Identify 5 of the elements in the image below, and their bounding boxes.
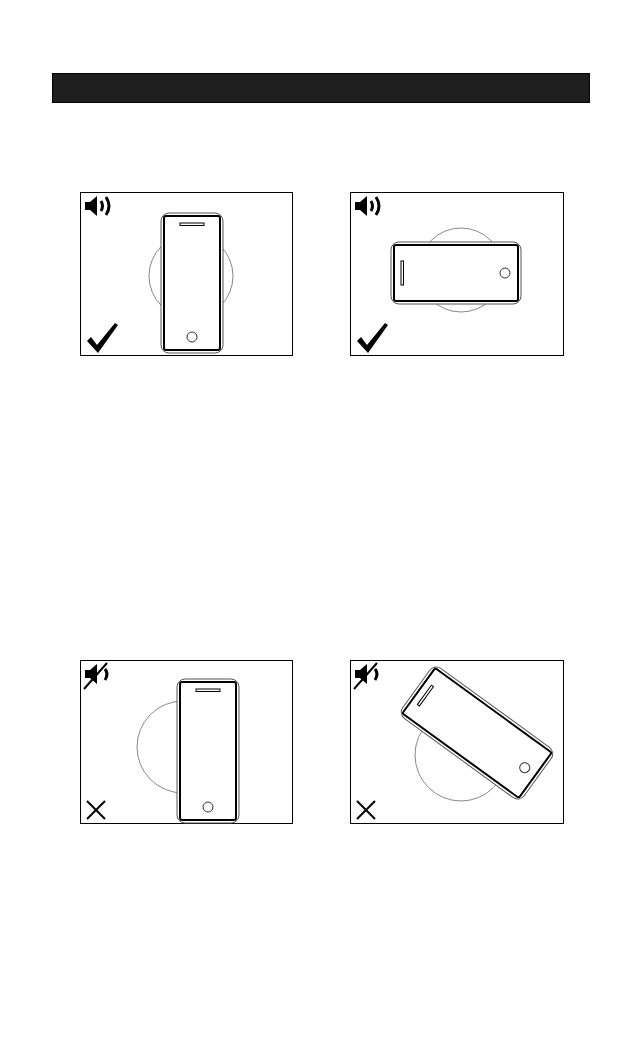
- illustration-panel: [350, 660, 564, 824]
- illustration-panel: [350, 192, 564, 356]
- illustration-panel: [80, 192, 293, 356]
- header-bar: [52, 73, 590, 103]
- illustration-panel: [80, 660, 293, 824]
